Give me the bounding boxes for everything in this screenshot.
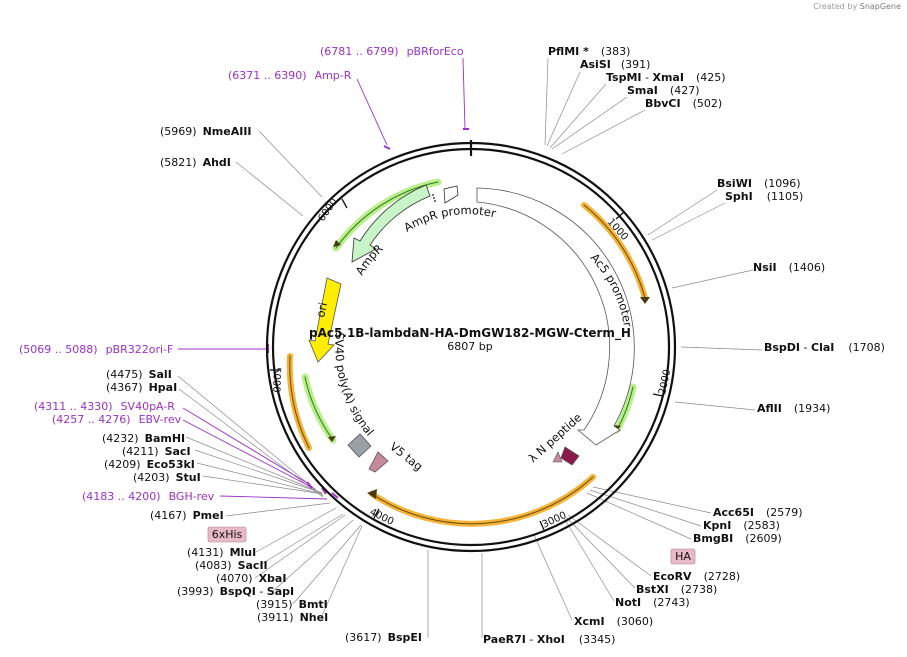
green-arc-3 xyxy=(301,373,337,444)
enzyme-saci: (4211)SacI xyxy=(122,445,191,458)
enzyme-ecorv: EcoRV(2728) xyxy=(653,570,740,583)
primer-ebv-rev: (4257 .. 4276)EBV-rev xyxy=(52,413,182,426)
enzyme-acc65i: Acc65I(2579) xyxy=(713,506,803,519)
v5-tag-label: V5 tag xyxy=(387,439,425,473)
enzyme-bstxi: BstXI(2738) xyxy=(636,583,717,596)
green-arc-3-inner xyxy=(304,376,334,441)
enzyme-bbvci: BbvCI(502) xyxy=(645,97,722,110)
enzyme-sali: (4475)SalI xyxy=(106,368,172,381)
plasmid-name: pAc5.1B-lambdaN-HA-DmGW182-MGW-Cterm_H xyxy=(309,326,631,341)
enzyme-bmti: (3915)BmtI xyxy=(256,598,328,611)
ampr-promoter-arrow xyxy=(443,185,459,204)
enzyme-pmei: (4167)PmeI xyxy=(150,509,224,522)
tick-label-2000: 2000 xyxy=(657,368,673,395)
sv40-label: SV40 poly(A) signal xyxy=(332,332,377,439)
enzyme-sphi: SphI(1105) xyxy=(725,190,803,203)
enzyme-bmgbi: BmgBI(2609) xyxy=(693,532,782,545)
enzyme-aflii: AflII(1934) xyxy=(757,402,830,415)
primer-amp-r: (6371 .. 6390)Amp-R xyxy=(228,69,352,82)
enzyme-smai: SmaI(427) xyxy=(627,84,700,97)
ha-tag-label: HA xyxy=(675,550,691,563)
enzyme-nmeaiii: (5969)NmeAIII xyxy=(160,125,252,138)
sv40-terminator xyxy=(347,433,372,458)
enzyme-kpni: KpnI(2583) xyxy=(703,519,780,532)
enzyme-asisi: AsiSI(391) xyxy=(580,58,650,71)
v5-tag-arrow xyxy=(368,451,389,473)
orf-arc-3-inner xyxy=(289,355,310,449)
enzyme-noti: NotI(2743) xyxy=(615,596,690,609)
orf-arrowheads xyxy=(328,240,650,499)
ampr-arrow xyxy=(351,184,431,263)
lambda-n-small xyxy=(552,451,563,463)
enzyme-tspmi-xmai: TspMI - XmaI(425) xyxy=(606,71,726,84)
enzyme-pflmi: PflMI *(383) xyxy=(548,45,630,58)
tick-label-5000: 5000 xyxy=(270,367,282,393)
orf-arc-1-inner xyxy=(583,204,646,299)
ampr-promoter-dots xyxy=(432,194,436,202)
his-tag-label: 6xHis xyxy=(212,528,243,541)
snapgene-brand: SnapGene xyxy=(859,2,901,11)
enzyme-xcmi: XcmI(3060) xyxy=(574,615,653,628)
enzyme-paer7i-xhoi: PaeR7I - XhoI(3345) xyxy=(483,633,615,646)
plasmid-size: 6807 bp xyxy=(447,340,492,353)
enzyme-stui: (4203)StuI xyxy=(133,471,201,484)
snapgene-credit: Created by SnapGene xyxy=(813,2,901,11)
enzyme-bsiwi: BsiWI(1096) xyxy=(717,177,801,190)
enzyme-xbai: (4070)XbaI xyxy=(216,572,286,585)
enzyme-eco53ki: (4209)Eco53kI xyxy=(104,458,195,471)
enzyme-bamhi: (4232)BamHI xyxy=(102,432,185,445)
enzyme-mlui: (4131)MluI xyxy=(187,546,256,559)
enzyme-nhei: (3911)NheI xyxy=(257,611,328,624)
primer-pbr322ori-f: (5069 .. 5088)pBR322ori-F xyxy=(19,343,173,356)
orf-arc-2-inner xyxy=(371,476,594,525)
enzyme-bspei: (3617)BspEI xyxy=(345,631,422,644)
enzyme-sacii: (4083)SacII xyxy=(195,559,268,572)
enzyme-bspqi-sapi: (3993)BspQI - SapI xyxy=(177,585,294,598)
leader-lines xyxy=(177,57,763,638)
enzyme-ahdi: (5821)AhdI xyxy=(160,156,231,169)
ori-label: ori xyxy=(313,301,330,319)
enzyme-nsii: NsiI(1406) xyxy=(753,261,825,274)
enzyme-hpai: (4367)HpaI xyxy=(106,381,177,394)
ori-arrow xyxy=(308,277,342,363)
primer-bgh-rev: (4183 .. 4200)BGH-rev xyxy=(82,490,215,503)
ac5-promoter-arrow xyxy=(476,187,635,446)
enzyme-bspdi-clai: BspDI - ClaI(1708) xyxy=(764,341,885,354)
lambda-n-arrow xyxy=(560,446,580,466)
tick-marks xyxy=(270,198,664,531)
primer-pbrforeco: (6781 .. 6799)pBRforEco xyxy=(320,45,464,58)
ha-tag-box xyxy=(670,548,696,565)
primer-sv40pa-r: (4311 .. 4330)SV40pA-R xyxy=(34,400,175,413)
his-tag-box xyxy=(207,526,247,543)
credit-prefix: Created by xyxy=(813,2,858,11)
ampr-promoter-label: AmpR promoter xyxy=(401,203,497,234)
primer-leaders xyxy=(178,57,469,500)
